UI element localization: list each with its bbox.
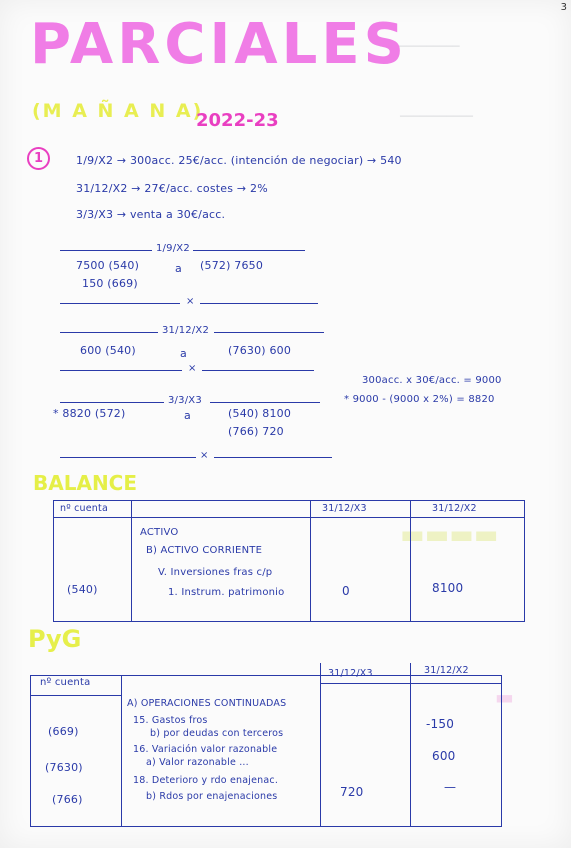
entry-rule — [60, 250, 152, 251]
balance-heading: BALANCE — [33, 471, 138, 495]
entry-1-credit-1: (572) 7650 — [200, 259, 264, 272]
entry-2-date: 31/12/X2 — [162, 325, 210, 336]
entry-1-debit-1: 7500 (540) — [76, 259, 140, 272]
pyg-value-x2-766: — — [444, 780, 457, 794]
session-label: (M A Ñ A N A) — [32, 100, 204, 122]
pyg-value-x2-7630: 600 — [432, 749, 456, 763]
statement-line-1: 1/9/X2 → 300acc. 25€/acc. (intención de … — [76, 154, 402, 167]
table-rule — [131, 500, 132, 622]
pyg-row-18: 18. Deterioro y rdo enajenac. — [133, 775, 279, 786]
pyg-row-15: 15. Gastos fros — [133, 715, 208, 726]
entry-1-separator: × — [186, 296, 195, 307]
table-rule — [320, 683, 502, 684]
entry-3-credit-1: (540) 8100 — [228, 407, 292, 420]
statement-line-3: 3/3/X3 → venta a 30€/acc. — [76, 208, 226, 221]
entry-rule — [60, 402, 164, 403]
pyg-row-15b: b) por deudas con terceros — [150, 728, 284, 739]
balance-col-x2: 31/12/X2 — [432, 503, 477, 514]
balance-value-x3: 0 — [342, 584, 350, 598]
entry-rule — [202, 370, 314, 371]
calc-line-2: * 9000 - (9000 x 2%) = 8820 — [344, 394, 495, 405]
entry-rule — [60, 370, 182, 371]
entry-3-debit-1: * 8820 (572) — [53, 407, 126, 420]
entry-rule — [210, 402, 320, 403]
pyg-row-ops: A) OPERACIONES CONTINUADAS — [127, 698, 287, 709]
pyg-row-18b: b) Rdos por enajenaciones — [146, 791, 278, 802]
pyg-heading: PyG — [28, 625, 82, 653]
bleed-through-decoration: ▬ — [495, 685, 514, 709]
entry-2-debit-1: 600 (540) — [80, 344, 136, 357]
pyg-col-x3: 31/12/X3 — [328, 668, 373, 679]
pyg-account-766: (766) — [52, 793, 83, 806]
entry-2-separator: × — [188, 363, 197, 374]
entry-3-connector: a — [184, 409, 191, 422]
entry-rule — [60, 457, 196, 458]
entry-rule — [214, 332, 324, 333]
table-rule — [53, 517, 525, 518]
table-rule — [121, 675, 122, 827]
pyg-value-x2-669: -150 — [426, 717, 455, 731]
table-rule — [410, 663, 411, 827]
table-rule — [30, 695, 122, 696]
pyg-table — [30, 675, 502, 827]
balance-table — [53, 500, 525, 622]
pyg-account-669: (669) — [48, 725, 79, 738]
pyg-value-x3-766: 720 — [340, 785, 364, 799]
table-rule — [310, 500, 311, 622]
entry-2-credit-1: (7630) 600 — [228, 344, 292, 357]
bleed-through-decoration: ─────────── — [400, 110, 473, 123]
pyg-col-x2: 31/12/X2 — [424, 665, 469, 676]
year-label: 2022-23 — [196, 110, 279, 131]
pyg-row-16: 16. Variación valor razonable — [133, 744, 278, 755]
calc-line-1: 300acc. x 30€/acc. = 9000 — [362, 375, 502, 386]
entry-2-connector: a — [180, 347, 187, 360]
exercise-number: 1 — [27, 147, 50, 170]
table-rule — [320, 663, 321, 827]
balance-row-corriente: B) ACTIVO CORRIENTE — [146, 545, 263, 556]
bleed-through-decoration: ▬▬▬▬ — [400, 520, 499, 550]
entry-rule — [193, 250, 305, 251]
balance-value-x2: 8100 — [432, 581, 464, 595]
balance-row-instrum: 1. Instrum. patrimonio — [168, 587, 285, 598]
entry-rule — [200, 303, 318, 304]
entry-1-connector: a — [175, 262, 182, 275]
entry-rule — [60, 303, 180, 304]
entry-3-separator: × — [200, 450, 209, 461]
table-rule — [410, 500, 411, 622]
entry-3-credit-2: (766) 720 — [228, 425, 284, 438]
entry-1-date: 1/9/X2 — [156, 243, 190, 254]
entry-3-date: 3/3/X3 — [168, 395, 202, 406]
page-title: PARCIALES — [30, 12, 408, 77]
entry-rule — [214, 457, 332, 458]
entry-rule — [60, 332, 158, 333]
balance-row-inversiones: V. Inversiones fras c/p — [158, 567, 273, 578]
statement-line-2: 31/12/X2 → 27€/acc. costes → 2% — [76, 182, 268, 195]
pyg-col-account: nº cuenta — [40, 677, 91, 688]
corner-mark: 3 — [560, 2, 567, 13]
balance-account-540: (540) — [67, 583, 98, 596]
bleed-through-decoration: ──────────── — [380, 40, 460, 53]
pyg-row-16a: a) Valor razonable ... — [146, 757, 249, 768]
balance-col-x3: 31/12/X3 — [322, 503, 367, 514]
balance-row-activo: ACTIVO — [140, 527, 179, 538]
entry-1-debit-2: 150 (669) — [82, 277, 138, 290]
pyg-account-7630: (7630) — [45, 761, 83, 774]
balance-col-account: nº cuenta — [60, 503, 108, 514]
